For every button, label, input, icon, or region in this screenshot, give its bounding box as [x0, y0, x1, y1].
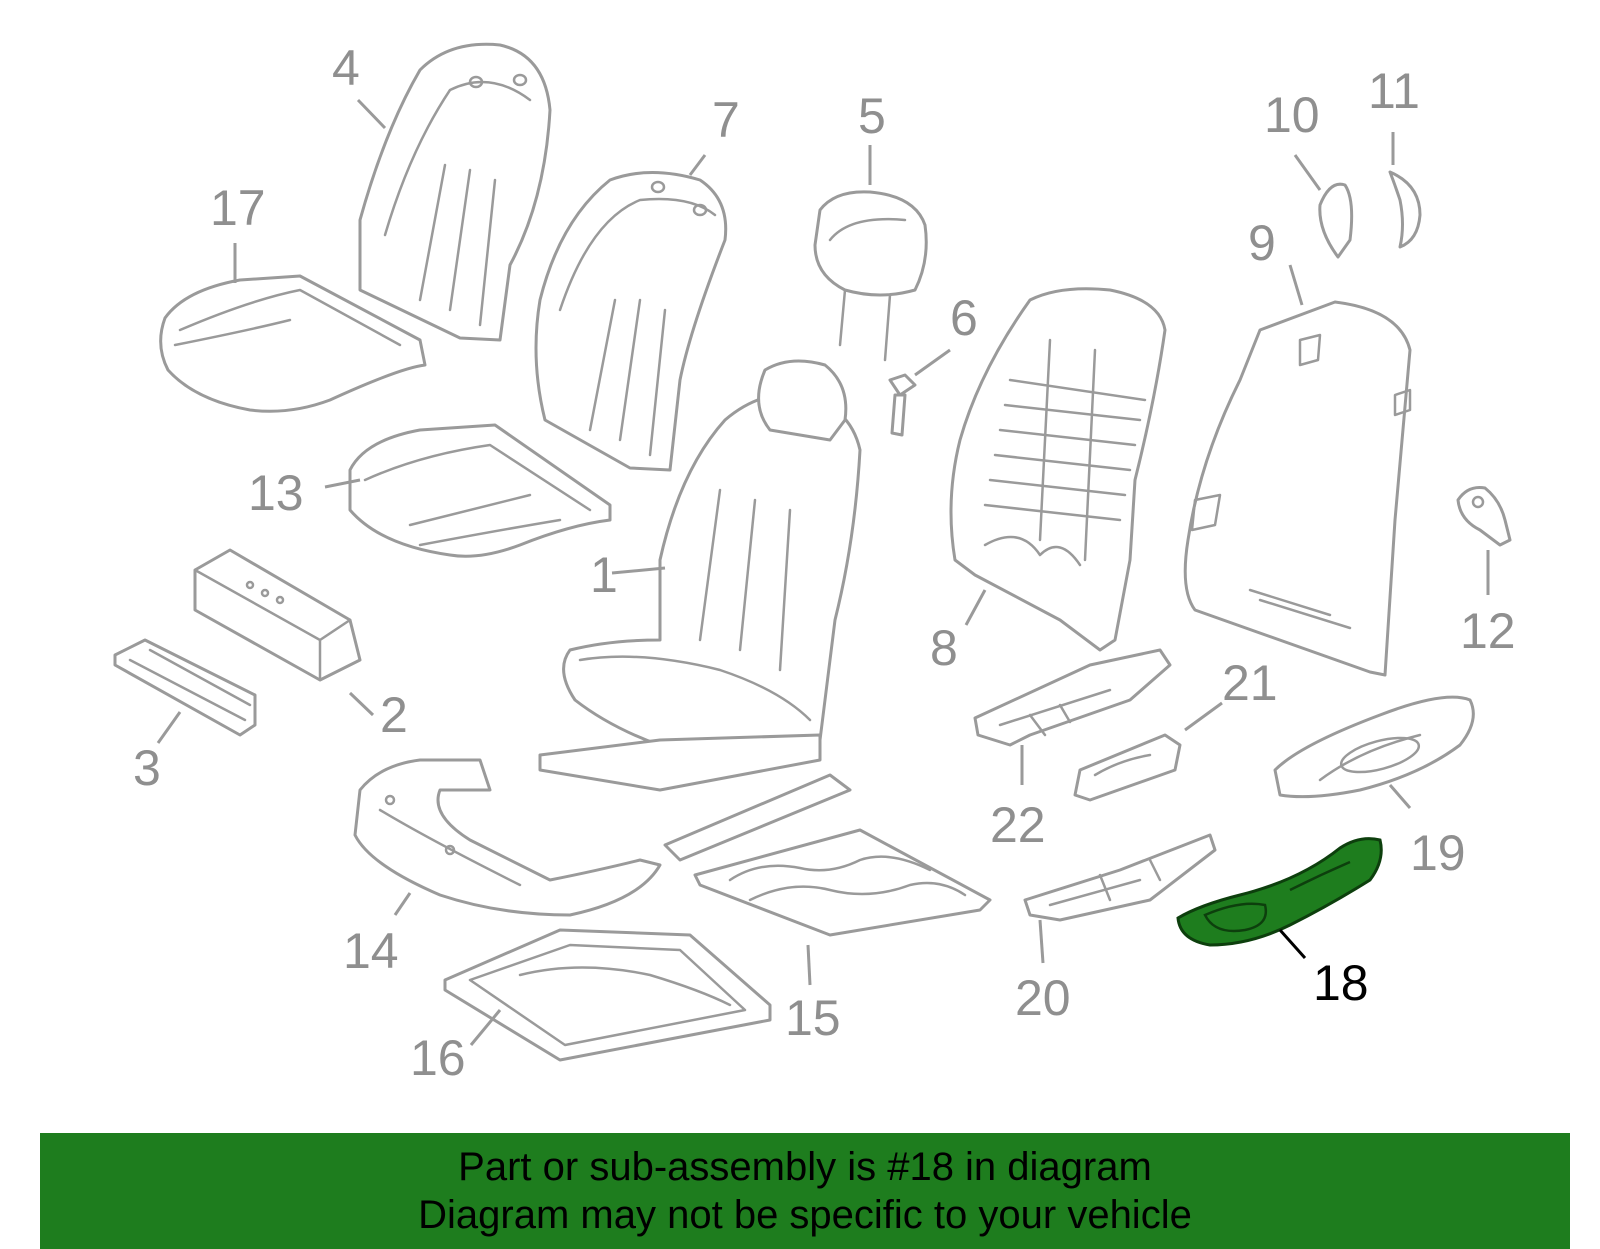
part-11-trim-strip[interactable] [1388, 170, 1422, 249]
callout-9: 9 [1248, 215, 1276, 271]
part-2-module-box[interactable] [193, 548, 362, 682]
part-3-trim[interactable] [113, 638, 257, 737]
part-16-mat[interactable] [443, 928, 772, 1062]
part-15-spring-mat[interactable] [693, 828, 992, 937]
callout-20: 20 [1015, 970, 1071, 1026]
banner-line-2: Diagram may not be specific to your vehi… [418, 1193, 1192, 1237]
part-22-side-trim[interactable] [973, 648, 1172, 747]
callout-17: 17 [210, 180, 266, 236]
callout-22: 22 [990, 797, 1046, 853]
callout-21: 21 [1222, 655, 1278, 711]
callout-10: 10 [1264, 87, 1320, 143]
part-8-backrest-frame[interactable] [949, 287, 1167, 652]
part-19-side-cover[interactable] [1273, 695, 1475, 799]
banner-line-1: Part or sub-assembly is #18 in diagram [458, 1145, 1152, 1189]
part-20-lower-bracket[interactable] [1023, 833, 1217, 922]
callout-8: 8 [930, 620, 958, 676]
info-banner: Part or sub-assembly is #18 in diagram D… [40, 1133, 1570, 1249]
part-5-headrest[interactable] [813, 190, 928, 362]
callout-1: 1 [590, 547, 618, 603]
callout-7: 7 [712, 92, 740, 148]
part-4-backrest-cover[interactable] [358, 42, 552, 342]
part-10-trim-cap[interactable] [1318, 182, 1354, 259]
part-14-seat-frame[interactable] [353, 758, 662, 917]
callout-15: 15 [785, 990, 841, 1046]
part-7-backrest-cover[interactable] [534, 171, 728, 472]
callout-4: 4 [332, 40, 360, 96]
part-13-cushion-pad[interactable] [348, 423, 612, 558]
callout-13: 13 [248, 465, 304, 521]
callout-12: 12 [1460, 603, 1516, 659]
part-6-headrest-guide[interactable] [888, 373, 917, 437]
callout-2: 2 [380, 687, 408, 743]
leader-lines [156, 98, 1490, 1046]
callout-labels: 4 7 5 6 17 13 1 2 3 8 9 10 11 12 21 22 1… [133, 40, 1516, 1086]
part-1-seat-assembly[interactable] [538, 359, 862, 862]
callout-3: 3 [133, 740, 161, 796]
callout-18-highlighted: 18 [1313, 955, 1369, 1011]
callout-11: 11 [1368, 63, 1420, 119]
callout-16: 16 [410, 1030, 466, 1086]
part-17-cushion-cover[interactable] [159, 274, 427, 413]
part-18-highlighted[interactable] [1176, 837, 1383, 947]
part-9-back-panel[interactable] [1183, 300, 1412, 677]
callout-5: 5 [858, 88, 886, 144]
part-21-switch-panel[interactable] [1073, 733, 1182, 802]
callout-6: 6 [950, 290, 978, 346]
part-12-bracket[interactable] [1456, 486, 1512, 547]
callout-19: 19 [1410, 825, 1466, 881]
callout-14: 14 [343, 923, 399, 979]
